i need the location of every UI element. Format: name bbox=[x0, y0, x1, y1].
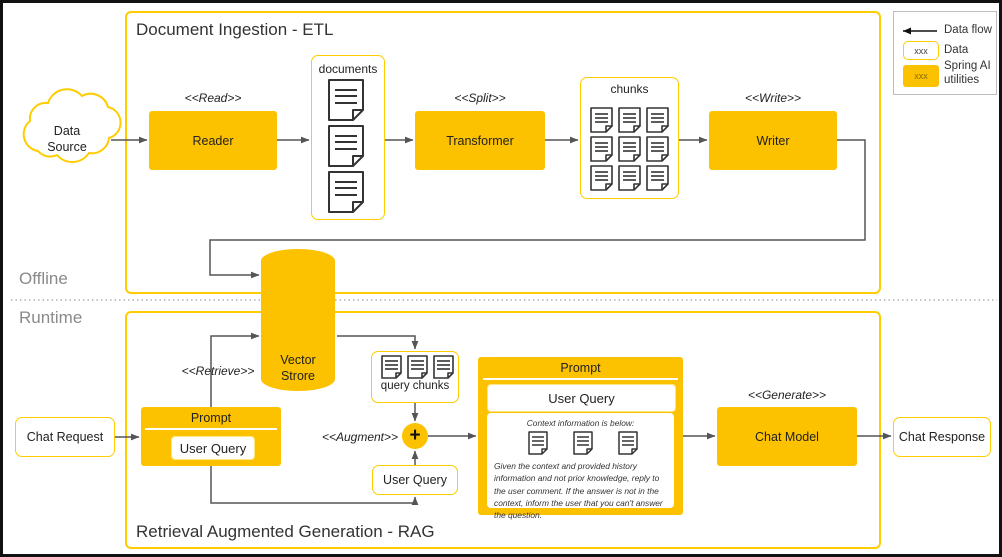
chunk-icon bbox=[618, 107, 641, 138]
writer-node[interactable]: Writer bbox=[709, 111, 837, 170]
chat-request-node[interactable]: Chat Request bbox=[15, 417, 115, 457]
legend-row-spring-ai: Spring AI utilities bbox=[944, 60, 991, 88]
chunk-icon bbox=[618, 165, 641, 196]
transformer-node[interactable]: Transformer bbox=[415, 111, 545, 170]
chunk-icon bbox=[646, 165, 669, 196]
final-prompt-user-query[interactable]: User Query bbox=[487, 384, 676, 412]
rag-prompt-header: Prompt bbox=[190, 410, 232, 425]
chunk-icon bbox=[590, 165, 613, 196]
write-stereotype: <<Write>> bbox=[744, 91, 802, 105]
lane-label-offline: Offline bbox=[19, 269, 68, 288]
final-prompt-chunk-icons bbox=[494, 431, 667, 457]
rag-container bbox=[125, 311, 881, 549]
final-prompt-chunk-icon bbox=[573, 431, 593, 458]
query-chunk-icon bbox=[381, 355, 402, 384]
data-source-label: Data Source bbox=[26, 115, 108, 165]
legend-spring-ai-line2: utilities bbox=[944, 73, 980, 86]
chat-model-node[interactable]: Chat Model bbox=[717, 407, 857, 466]
document-icon bbox=[328, 79, 364, 126]
chunk-icon bbox=[618, 136, 641, 167]
query-chunks-label: query chunks bbox=[380, 380, 450, 392]
vector-store-label[interactable]: Vector Strore bbox=[261, 343, 335, 393]
lane-label-runtime: Runtime bbox=[19, 308, 83, 327]
split-stereotype: <<Split>> bbox=[454, 91, 506, 105]
legend-data-flow-label: Data flow bbox=[944, 24, 992, 36]
etl-container bbox=[125, 11, 881, 294]
documents-label: documents bbox=[318, 62, 378, 76]
augment-stereotype: <<Augment>> bbox=[321, 430, 399, 444]
final-prompt-header: Prompt bbox=[560, 360, 601, 375]
document-icon bbox=[328, 125, 364, 172]
chat-response-node[interactable]: Chat Response bbox=[893, 417, 991, 457]
chunk-icon bbox=[646, 107, 669, 138]
read-stereotype: <<Read>> bbox=[184, 91, 242, 105]
retrieve-stereotype: <<Retrieve>> bbox=[181, 364, 255, 378]
rag-prompt-user-query[interactable]: User Query bbox=[171, 436, 255, 460]
final-prompt-body-text: Given the context and provided history i… bbox=[494, 461, 663, 520]
augment-plus-node[interactable]: + bbox=[402, 423, 428, 449]
legend-spring-ai-line1: Spring AI bbox=[944, 60, 991, 72]
final-prompt-context-line: Context information is below: bbox=[526, 418, 635, 428]
vector-store-bottom-cap bbox=[261, 367, 335, 391]
final-prompt-node[interactable]: Prompt User Query Context information is… bbox=[478, 357, 683, 520]
vector-store-line2: Strore bbox=[280, 369, 316, 383]
rag-prompt-divider bbox=[145, 428, 277, 430]
final-prompt-chunk-icon bbox=[528, 431, 548, 458]
legend-row-data-flow: Data flow bbox=[944, 24, 992, 38]
etl-title: Document Ingestion - ETL bbox=[136, 20, 334, 39]
chunk-icon bbox=[590, 107, 613, 138]
chunk-icon bbox=[590, 136, 613, 167]
legend-row-data: Data bbox=[944, 44, 968, 58]
rag-title: Retrieval Augmented Generation - RAG bbox=[136, 522, 435, 541]
final-prompt-body-panel: Context information is below: Given the … bbox=[487, 413, 674, 520]
query-chunk-icon bbox=[433, 355, 454, 384]
reader-node[interactable]: Reader bbox=[149, 111, 277, 170]
chunk-icon bbox=[646, 136, 669, 167]
final-prompt-divider bbox=[483, 378, 678, 380]
query-chunk-icon bbox=[407, 355, 428, 384]
user-query-data-node[interactable]: User Query bbox=[372, 465, 458, 495]
legend-data-label: Data bbox=[944, 44, 969, 56]
document-icon bbox=[328, 171, 364, 218]
data-source-line1: Data bbox=[53, 124, 81, 139]
vector-store-line1: Vector bbox=[280, 352, 316, 367]
generate-stereotype: <<Generate>> bbox=[747, 388, 827, 402]
legend-data-chip: xxx bbox=[903, 41, 939, 60]
data-source-line2: Source bbox=[47, 140, 87, 154]
vector-store-body bbox=[261, 261, 335, 379]
rag-prompt-node[interactable]: Prompt User Query bbox=[141, 407, 281, 466]
chunks-label: chunks bbox=[610, 82, 649, 96]
final-prompt-chunk-icon bbox=[618, 431, 638, 458]
legend-utility-chip: xxx bbox=[903, 65, 939, 87]
vector-store-top-cap bbox=[261, 249, 335, 273]
